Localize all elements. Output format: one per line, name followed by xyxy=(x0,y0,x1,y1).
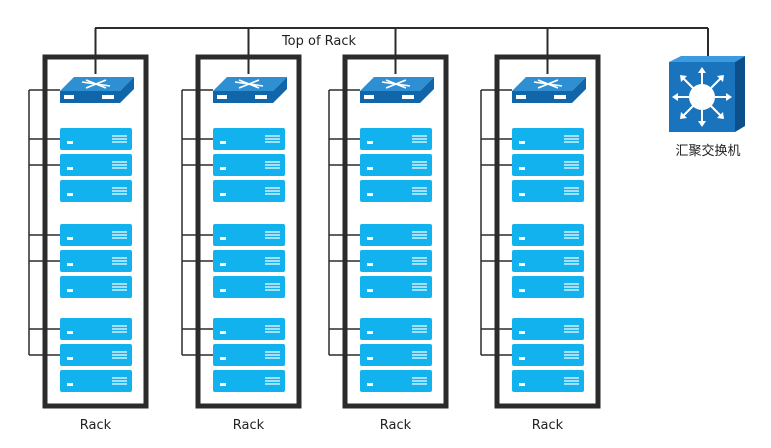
server-icon xyxy=(213,224,285,246)
rack-frame xyxy=(195,54,302,409)
server-icon xyxy=(213,180,285,202)
tor-switch-icon xyxy=(512,77,586,103)
server-icon xyxy=(360,128,432,150)
server-icon xyxy=(213,276,285,298)
tor-switch-icon xyxy=(360,77,434,103)
server-icon xyxy=(512,154,584,176)
rack-label: Rack xyxy=(233,418,265,433)
rack xyxy=(42,54,149,409)
server-icon xyxy=(360,224,432,246)
server-icon xyxy=(512,250,584,272)
top-of-rack-label: Top of Rack xyxy=(281,34,357,49)
racks xyxy=(42,54,601,409)
server-icon xyxy=(60,224,132,246)
server-icon xyxy=(60,154,132,176)
server-icon xyxy=(512,344,584,366)
server-icon xyxy=(512,318,584,340)
aggregation-switch-label: 汇聚交换机 xyxy=(675,143,740,159)
layer3-switch-icon xyxy=(672,67,732,127)
server-icon xyxy=(360,318,432,340)
server-icon xyxy=(213,250,285,272)
server-icon xyxy=(512,370,584,392)
server-icon xyxy=(512,128,584,150)
tor-switch-icon xyxy=(213,77,287,103)
server-icon xyxy=(60,276,132,298)
server-icon xyxy=(360,154,432,176)
rack-label: Rack xyxy=(532,418,564,433)
rack-labels: Rack Rack Rack Rack xyxy=(80,418,564,433)
tor-switch-icon xyxy=(60,77,134,103)
agg-switch-top-face xyxy=(669,56,745,62)
agg-switch-side-face xyxy=(735,56,745,132)
server-icon xyxy=(213,344,285,366)
rack-label: Rack xyxy=(380,418,412,433)
server-icon xyxy=(360,250,432,272)
server-icon xyxy=(60,318,132,340)
rack-frame xyxy=(494,54,601,409)
server-icon xyxy=(213,318,285,340)
server-icon xyxy=(60,128,132,150)
rack-frame xyxy=(42,54,149,409)
rack-frame xyxy=(342,54,449,409)
server-icon xyxy=(360,276,432,298)
server-icon xyxy=(512,276,584,298)
rack xyxy=(342,54,449,409)
server-icon xyxy=(60,344,132,366)
server-icon xyxy=(213,128,285,150)
server-icon xyxy=(360,370,432,392)
server-icon xyxy=(512,180,584,202)
server-icon xyxy=(360,180,432,202)
server-icon xyxy=(512,224,584,246)
rack xyxy=(494,54,601,409)
server-icon xyxy=(360,344,432,366)
server-icon xyxy=(213,370,285,392)
rack xyxy=(195,54,302,409)
server-icon xyxy=(213,154,285,176)
rack-label: Rack xyxy=(80,418,112,433)
server-icon xyxy=(60,250,132,272)
server-icon xyxy=(60,180,132,202)
aggregation-switch: 汇聚交换机 xyxy=(669,56,745,159)
server-icon xyxy=(60,370,132,392)
